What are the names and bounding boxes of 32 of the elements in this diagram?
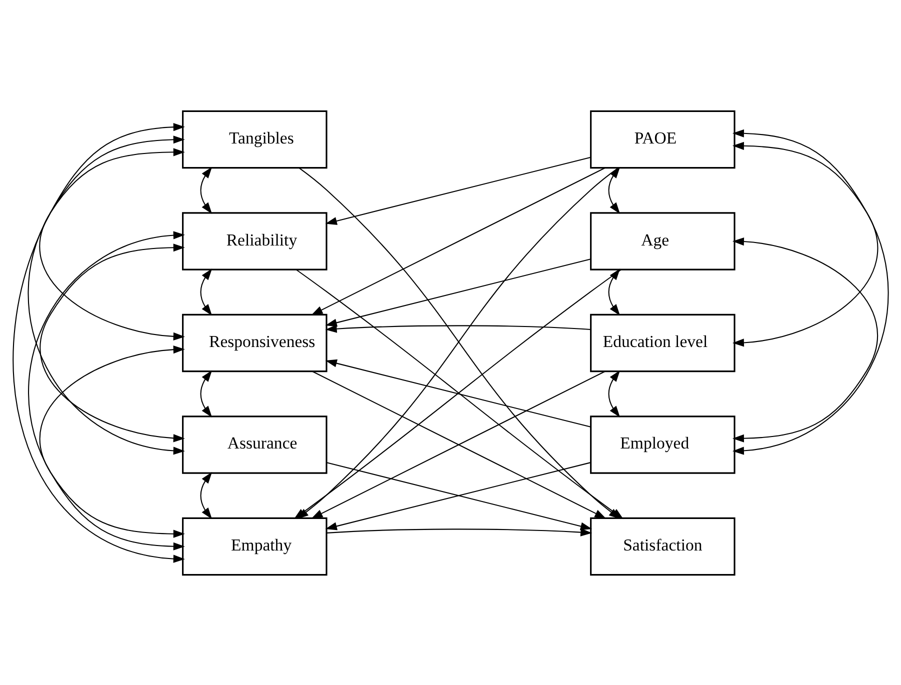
arrow xyxy=(326,528,592,536)
arrow xyxy=(39,345,185,538)
arrow xyxy=(325,156,591,224)
arrow xyxy=(732,236,878,442)
node-box: Satisfaction xyxy=(590,516,736,576)
arrow xyxy=(325,358,591,427)
arrow xyxy=(325,258,591,326)
arrow xyxy=(608,166,620,214)
arrow xyxy=(608,268,620,316)
arrow xyxy=(732,141,878,346)
arrow xyxy=(200,370,212,417)
arrow xyxy=(12,122,185,562)
arrow xyxy=(608,370,620,417)
arrow xyxy=(28,230,185,550)
arrow xyxy=(40,243,185,442)
node-box: Assurance xyxy=(182,415,328,474)
node-box: Responsiveness xyxy=(182,313,328,372)
arrow xyxy=(200,472,212,519)
arrow xyxy=(28,135,185,454)
node-box: Education level xyxy=(590,313,736,372)
node-box: Age xyxy=(590,212,736,270)
arrow xyxy=(200,268,212,316)
arrow xyxy=(325,324,591,332)
arrow xyxy=(200,166,212,214)
arrow xyxy=(311,167,606,315)
arrow xyxy=(732,128,889,454)
node-box: Empathy xyxy=(182,516,328,576)
node-box: Tangibles xyxy=(182,110,328,168)
node-box: PAOE xyxy=(590,110,736,168)
arrow xyxy=(39,148,185,340)
node-box: Employed xyxy=(590,415,736,474)
node-box: Reliability xyxy=(182,212,328,270)
